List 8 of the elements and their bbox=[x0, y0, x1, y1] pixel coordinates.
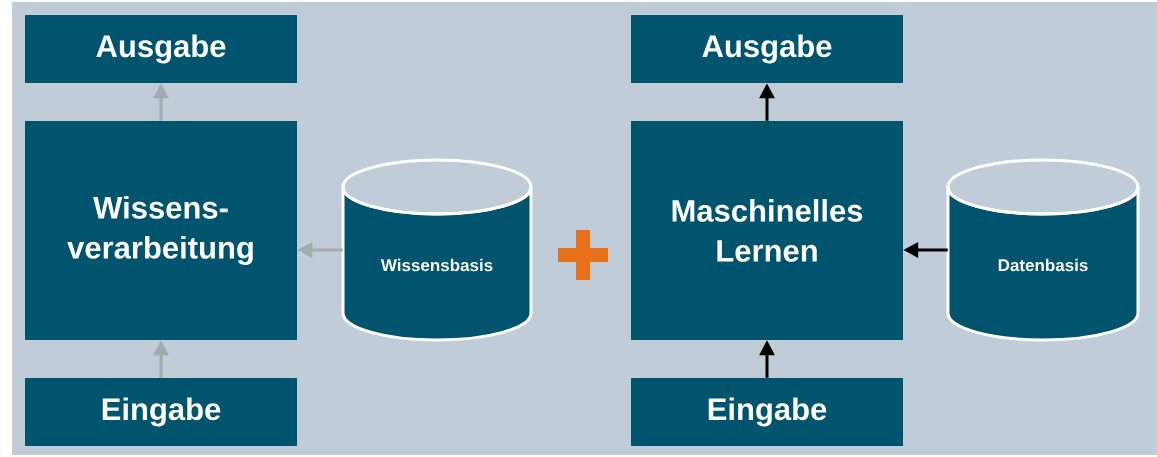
process-box: Ausgabe bbox=[631, 15, 903, 83]
cylinder: Datenbasis bbox=[946, 158, 1140, 342]
process-box: Eingabe bbox=[631, 378, 903, 446]
process-box: Wissens- verarbeitung bbox=[25, 121, 297, 340]
process-box: Ausgabe bbox=[25, 15, 297, 83]
process-box: Eingabe bbox=[25, 378, 297, 446]
process-box: Maschinelles Lernen bbox=[631, 121, 903, 340]
cylinder: Wissensbasis bbox=[341, 158, 533, 342]
